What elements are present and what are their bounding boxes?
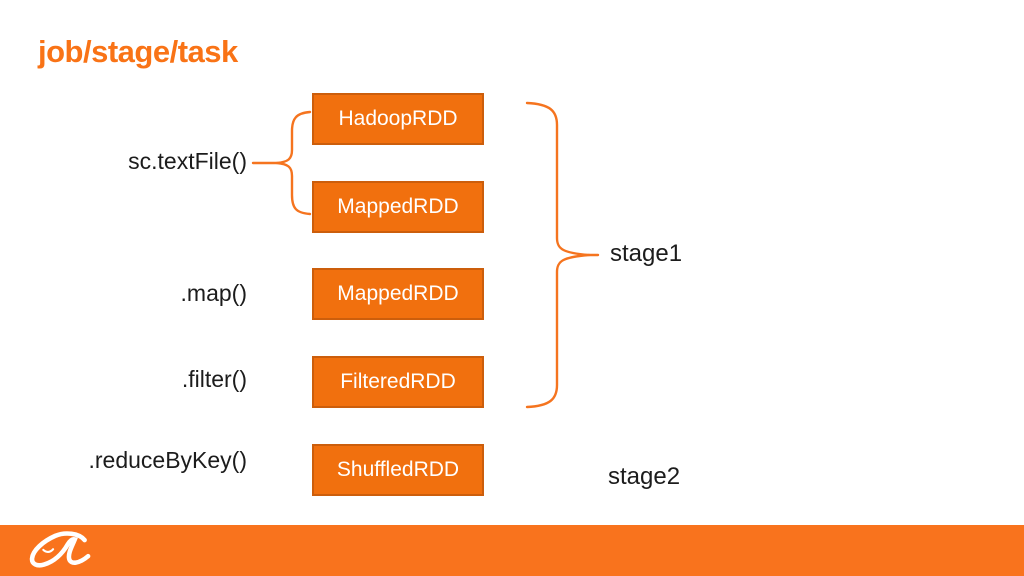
slide-title: job/stage/task [38, 34, 238, 69]
stage1-brace-icon [525, 101, 600, 409]
rdd-box-mappedrdd-1: MappedRDD [312, 181, 484, 233]
textfile-brace-icon [251, 110, 312, 216]
footer-bar [0, 525, 1024, 576]
rdd-box-mappedrdd-2: MappedRDD [312, 268, 484, 320]
rdd-box-label: FilteredRDD [340, 370, 456, 393]
rdd-box-label: ShuffledRDD [336, 458, 460, 481]
operation-label-reducebykey: .reduceByKey() [88, 447, 247, 473]
operation-label-map: .map() [180, 280, 247, 306]
rdd-box-label: MappedRDD [337, 195, 459, 218]
alibaba-logo-icon [29, 531, 91, 568]
rdd-box-label: MappedRDD [337, 282, 459, 305]
operation-label-filter: .filter() [181, 366, 247, 392]
rdd-box-shuffledrdd: ShuffledRDD [312, 444, 484, 496]
rdd-box-label: HadoopRDD [338, 107, 458, 130]
rdd-box-hadooprdd: HadoopRDD [312, 93, 484, 145]
stage1-label: stage1 [610, 240, 683, 267]
operation-label-textfile: sc.textFile() [128, 148, 247, 174]
rdd-box-filteredrdd: FilteredRDD [312, 356, 484, 408]
stage2-label: stage2 [608, 463, 681, 490]
